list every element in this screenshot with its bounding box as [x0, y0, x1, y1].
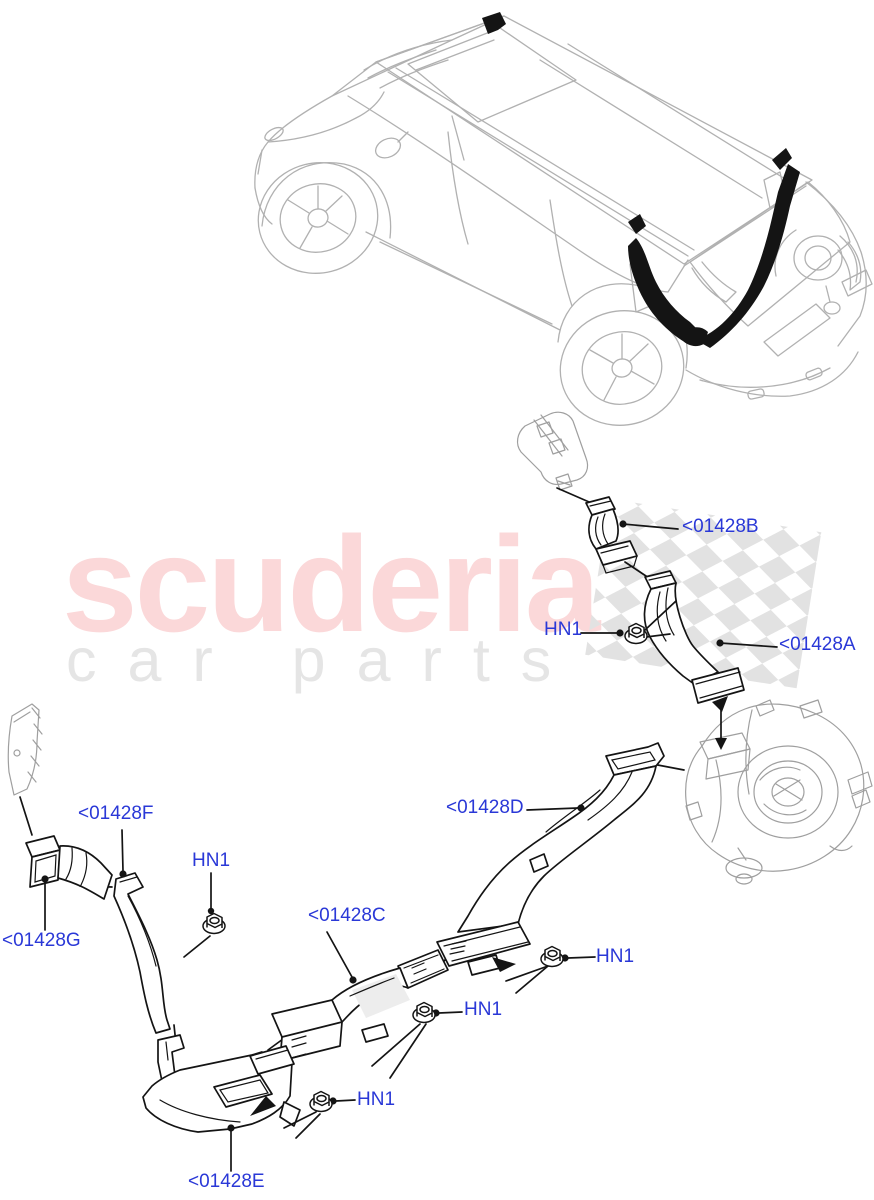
part-label-01428F[interactable]: <01428F [78, 803, 154, 824]
part-duct-01428G [25, 835, 113, 900]
part-label-01428G[interactable]: <01428G [2, 930, 81, 951]
pillar-trim-piece-left [7, 703, 43, 796]
heater-blower-assembly [685, 699, 873, 885]
part-label-01428C[interactable]: <01428C [308, 905, 386, 926]
label-leader-lines [41, 520, 778, 1172]
part-label-01428B[interactable]: <01428B [682, 516, 759, 537]
watermark-brand: scuderia [62, 508, 600, 660]
fastener-nuts [202, 622, 648, 1113]
part-panel-01428F [113, 872, 171, 1034]
nut-icon [540, 945, 564, 968]
fastener-label-hn1-top[interactable]: HN1 [544, 619, 583, 640]
part-label-01428D[interactable]: <01428D [446, 797, 524, 818]
part-label-01428E[interactable]: <01428E [188, 1171, 265, 1192]
vehicle-illustration [254, 12, 873, 426]
front-wheel [257, 162, 379, 274]
part-label-01428A[interactable]: <01428A [779, 634, 856, 655]
nut-icon [309, 1090, 333, 1113]
in-car-hvac-unit [774, 229, 873, 315]
part-duct-01428E-assembly [142, 1034, 301, 1133]
rear-wheel [559, 310, 685, 426]
part-duct-01428D [436, 742, 665, 976]
fastener-label-hn1-right[interactable]: HN1 [596, 946, 635, 967]
part-duct-01428B [585, 496, 638, 574]
highlighted-rear-duct-route [482, 12, 800, 348]
part-duct-01428C [271, 949, 449, 1062]
watermark-tagline: car parts [66, 626, 583, 694]
pillar-trim-piece-upper [516, 411, 589, 491]
nut-icon [412, 1001, 436, 1024]
part-duct-01428A [643, 570, 745, 712]
fastener-label-hn1-mid[interactable]: HN1 [464, 999, 503, 1020]
fastener-label-hn1-left[interactable]: HN1 [192, 850, 231, 871]
fastener-label-hn1-bottom[interactable]: HN1 [357, 1089, 396, 1110]
nut-icon [202, 912, 226, 935]
